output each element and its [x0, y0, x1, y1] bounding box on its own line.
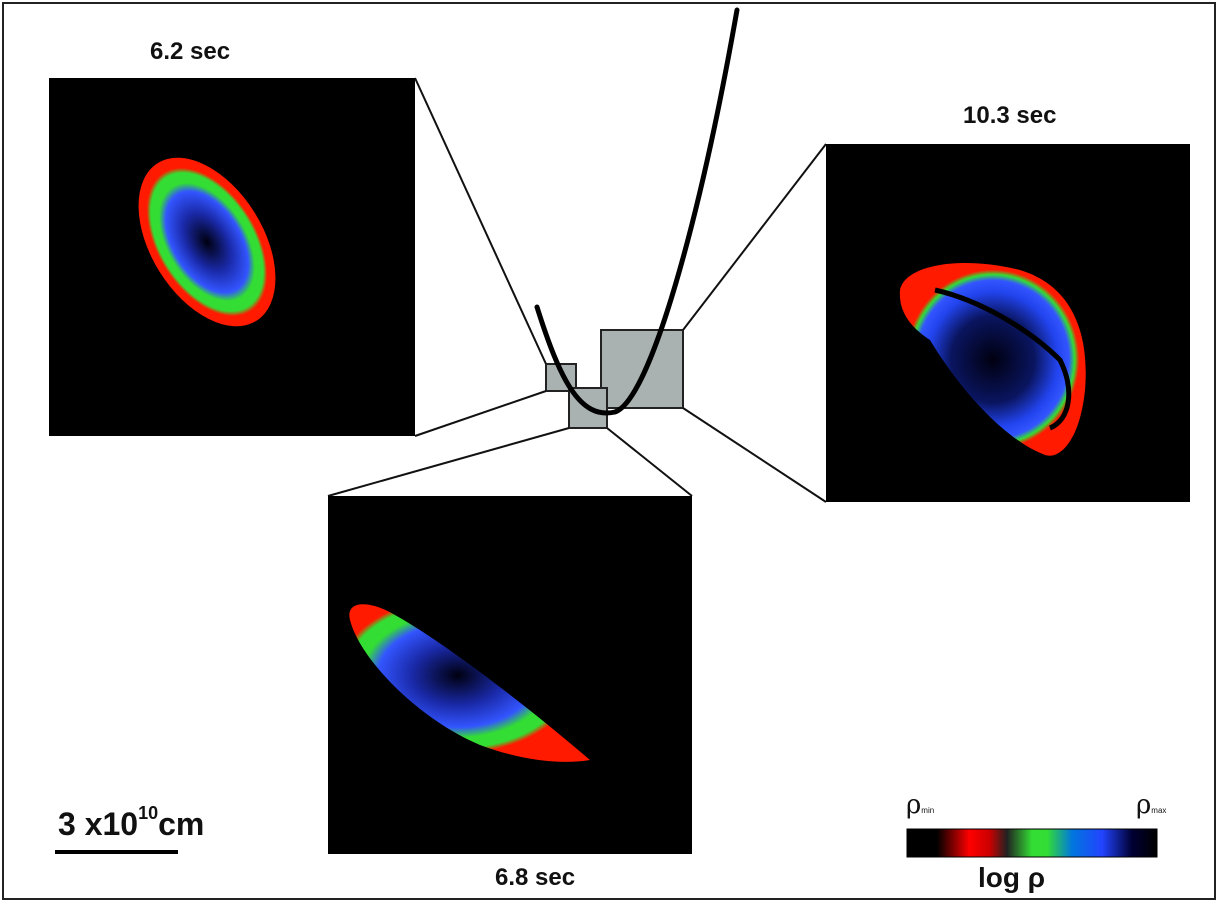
zoom-box-10.3: [600, 329, 684, 409]
rho-max-symbol: ρ: [1136, 790, 1152, 820]
colorbar: [906, 828, 1158, 858]
time-label-6.2: 6.2 sec: [150, 38, 231, 65]
connector-line: [682, 407, 827, 503]
scale-bar-label: 3 x1010cm: [58, 803, 205, 843]
connector-line: [414, 77, 547, 365]
time-label-6.8: 6.8 sec: [495, 864, 576, 891]
rho-min-sub: min: [921, 806, 935, 815]
connector-line: [606, 427, 693, 497]
rho-max-sub: max: [1151, 806, 1167, 815]
density-blob-10.3-inner: [934, 287, 1072, 431]
connector-line: [414, 390, 547, 437]
scale-bar-unit: cm: [158, 806, 205, 842]
density-blob-6.2: [138, 157, 276, 327]
colorbar-min-label: ρmin: [906, 790, 934, 820]
scale-bar-exponent: 10: [138, 803, 159, 824]
connector-line: [327, 427, 570, 497]
connector-line: [682, 143, 827, 331]
colorbar-max-label: ρmax: [1136, 790, 1166, 820]
colorbar-title: log ρ: [978, 862, 1046, 893]
density-blob-10.3: [899, 262, 1086, 456]
scale-bar-value: 3 x10: [58, 806, 139, 842]
time-label-10.3: 10.3 sec: [963, 102, 1057, 129]
density-panel-6.8: [328, 496, 692, 854]
density-blob-6.8: [349, 604, 590, 762]
rho-min-symbol: ρ: [906, 790, 922, 820]
orbit-trajectory: [534, 7, 740, 416]
